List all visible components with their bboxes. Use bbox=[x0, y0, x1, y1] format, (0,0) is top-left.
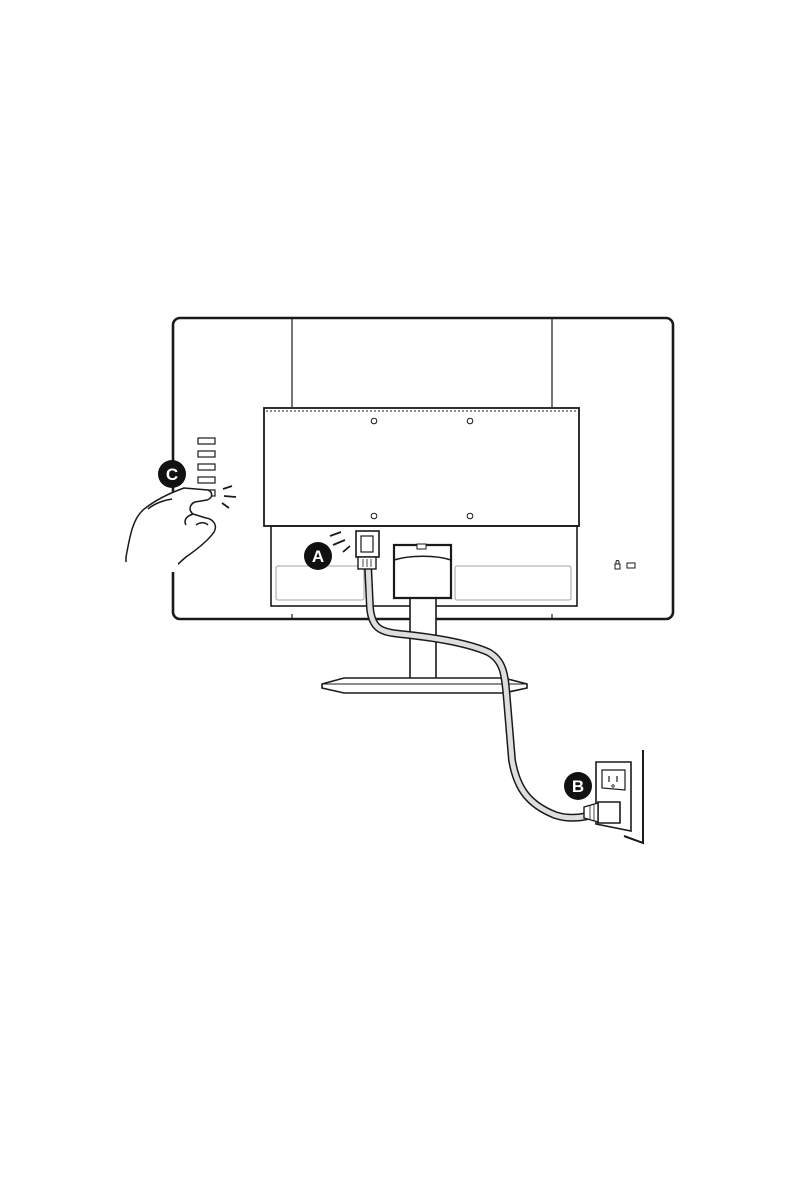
power-inlet-plug bbox=[356, 531, 379, 569]
control-button bbox=[198, 451, 215, 457]
lock-icon bbox=[615, 561, 620, 570]
control-button bbox=[198, 464, 215, 470]
inlet-press-marks bbox=[330, 532, 350, 552]
callout-c-label: C bbox=[166, 465, 178, 484]
vesa-screw-hole bbox=[371, 418, 377, 424]
press-marks bbox=[222, 486, 236, 508]
control-button bbox=[198, 477, 215, 483]
vesa-plate bbox=[264, 408, 579, 526]
callout-a-label: A bbox=[312, 547, 324, 566]
control-button bbox=[198, 438, 215, 444]
vesa-screw-hole bbox=[467, 418, 473, 424]
callout-c: C bbox=[158, 460, 186, 488]
wall-outlet bbox=[596, 750, 643, 843]
callout-a: A bbox=[304, 542, 332, 570]
callout-b-label: B bbox=[572, 777, 584, 796]
control-buttons bbox=[198, 438, 215, 496]
wall-plug bbox=[584, 802, 620, 823]
kensington-slot bbox=[627, 563, 635, 568]
callout-b: B bbox=[564, 772, 592, 800]
hand-icon bbox=[126, 488, 215, 569]
vesa-screw-hole bbox=[467, 513, 473, 519]
vesa-screw-hole bbox=[371, 513, 377, 519]
